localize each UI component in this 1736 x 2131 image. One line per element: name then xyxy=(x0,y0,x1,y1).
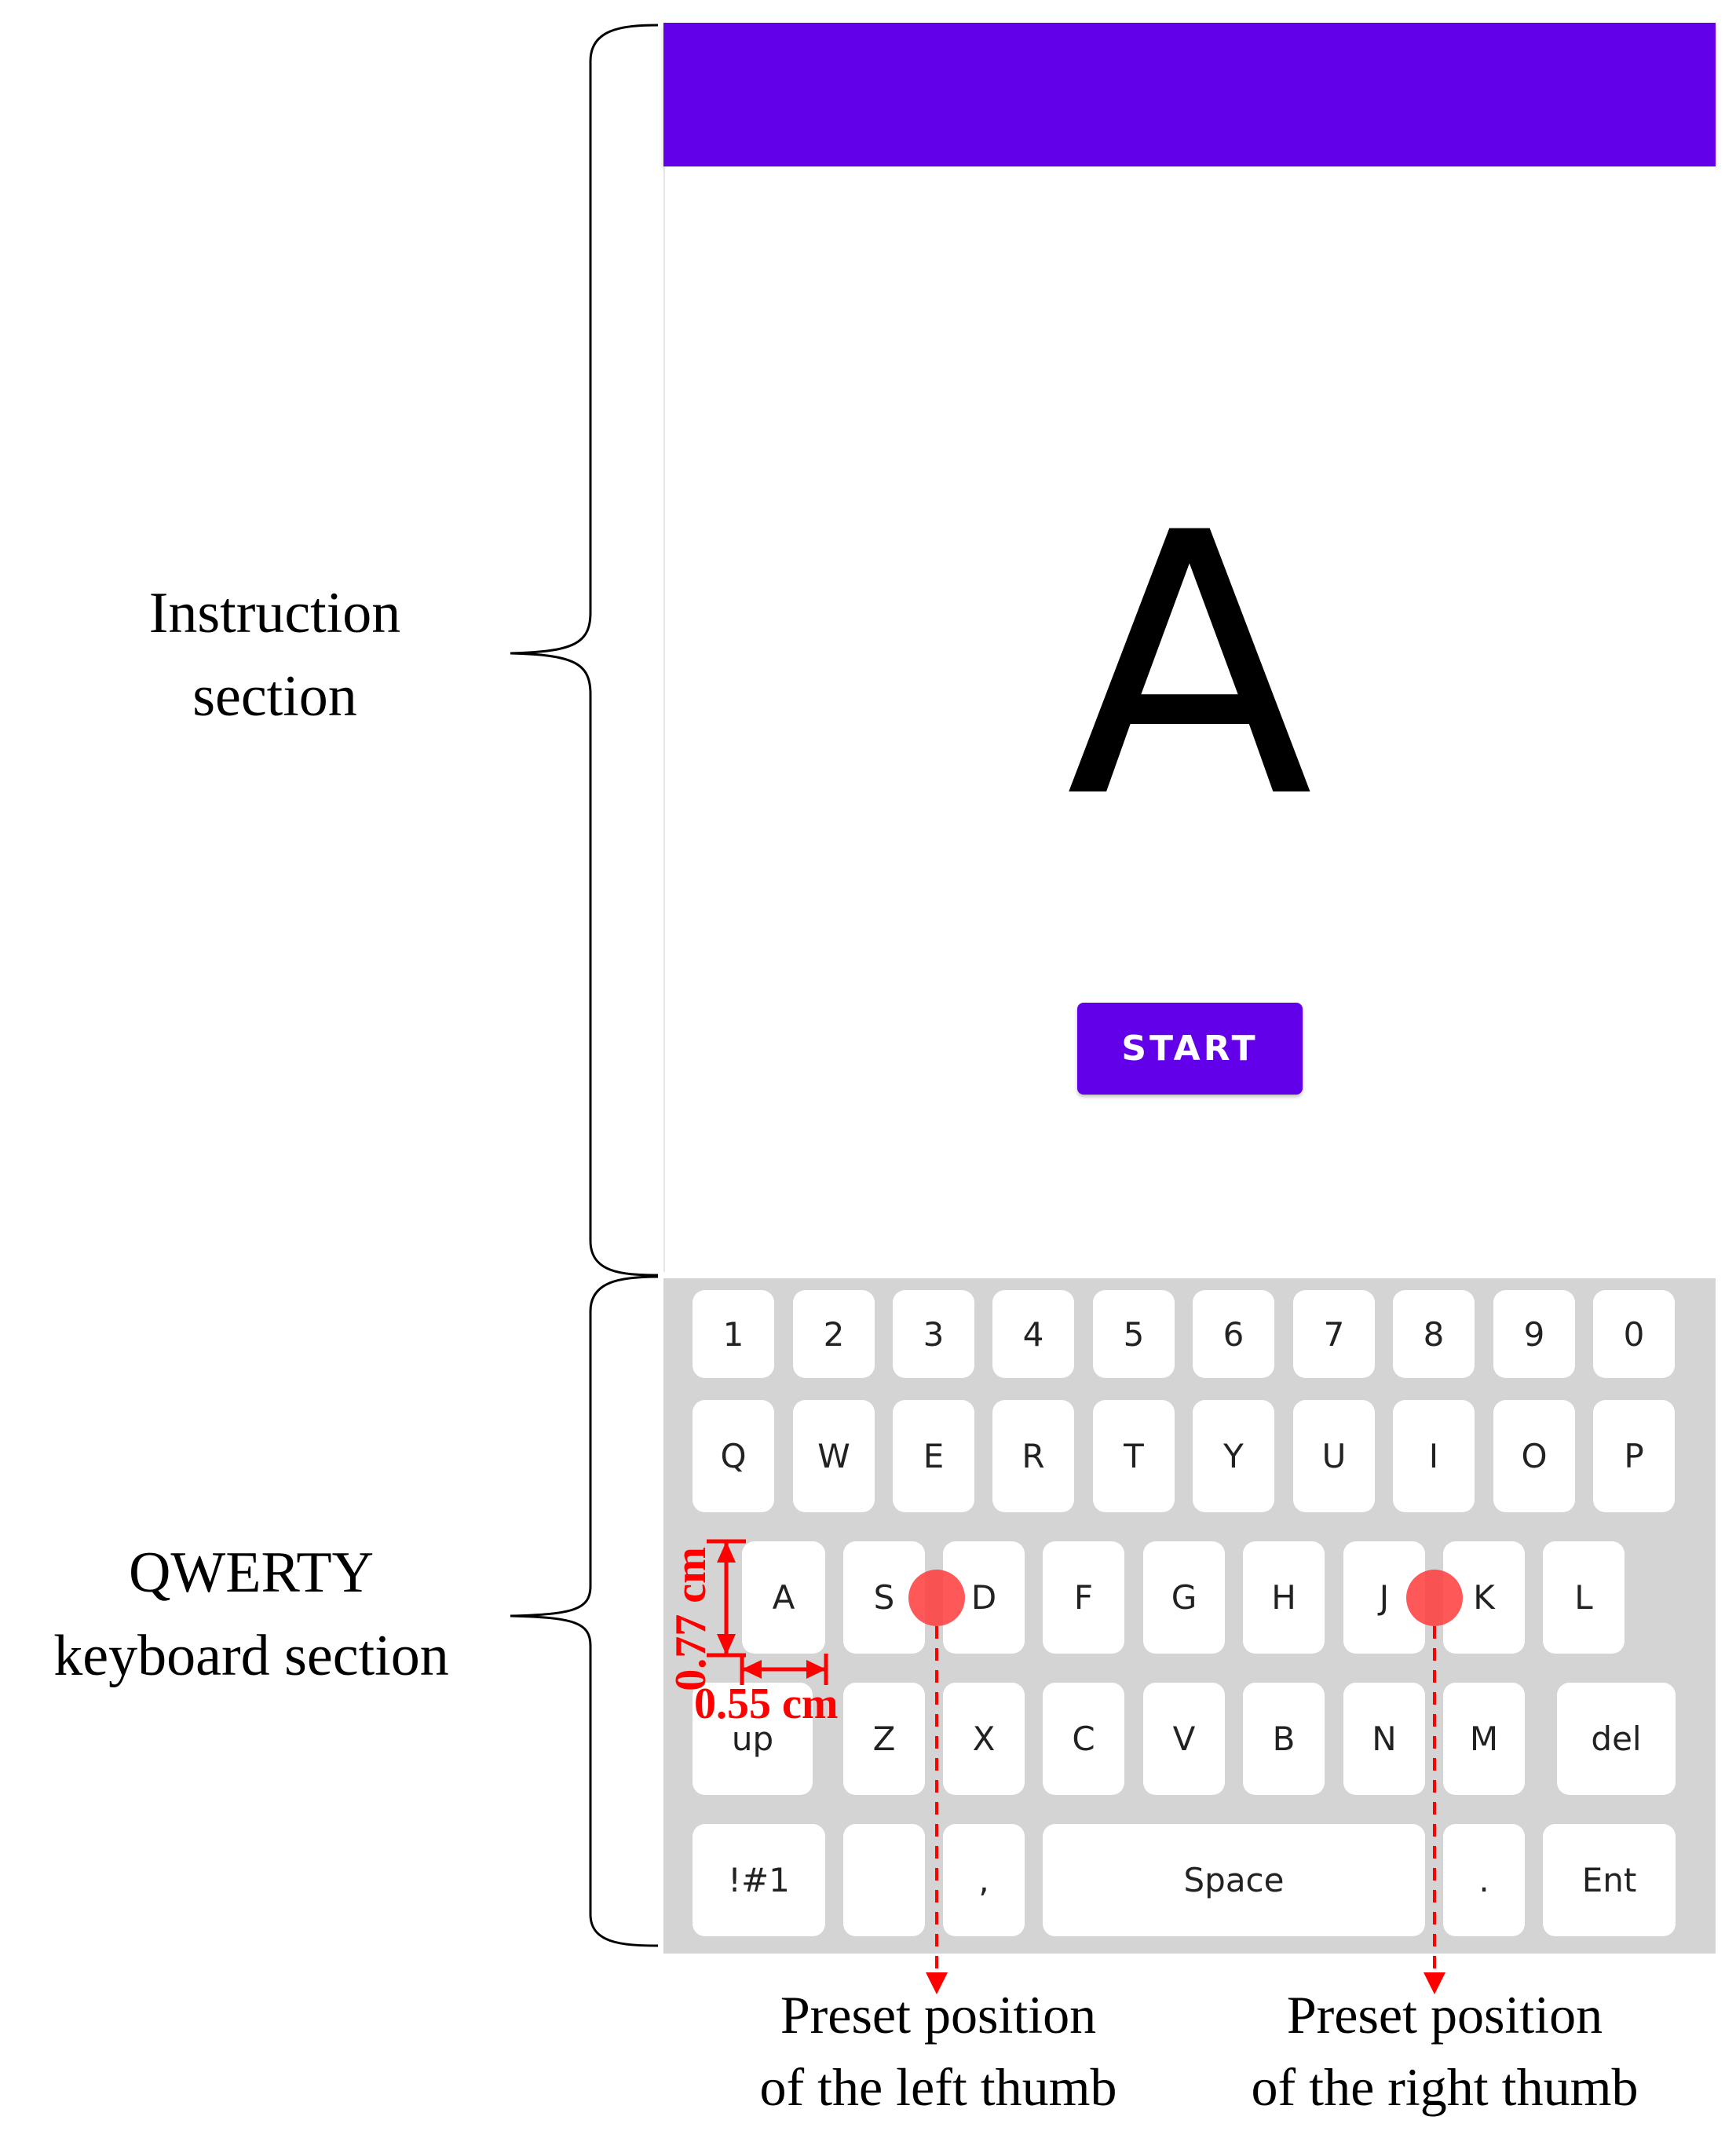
key-y[interactable]: Y xyxy=(1193,1400,1274,1512)
key-u[interactable]: U xyxy=(1293,1400,1375,1512)
key-b[interactable]: B xyxy=(1243,1683,1325,1795)
key-comma[interactable]: , xyxy=(943,1824,1025,1936)
key-width-dimension xyxy=(740,1654,828,1685)
key-8[interactable]: 8 xyxy=(1393,1290,1475,1378)
keyboard-brace xyxy=(510,1275,659,1947)
key-symbols[interactable]: !#1 xyxy=(693,1824,825,1936)
key-x[interactable]: X xyxy=(943,1683,1025,1795)
right-thumb-marker xyxy=(1406,1570,1463,1994)
key-a[interactable]: A xyxy=(742,1541,825,1654)
key-m[interactable]: M xyxy=(1443,1683,1525,1795)
key-w[interactable]: W xyxy=(793,1400,875,1512)
key-l[interactable]: L xyxy=(1543,1541,1625,1654)
key-i[interactable]: I xyxy=(1393,1400,1475,1512)
key-enter[interactable]: Ent xyxy=(1543,1824,1676,1936)
key-9[interactable]: 9 xyxy=(1493,1290,1575,1378)
key-t[interactable]: T xyxy=(1093,1400,1175,1512)
key-n[interactable]: N xyxy=(1343,1683,1425,1795)
instruction-section-label: Instruction section xyxy=(148,581,401,729)
key-6[interactable]: 6 xyxy=(1193,1290,1274,1378)
keyboard-section-label: QWERTY keyboard section xyxy=(53,1541,449,1688)
key-s[interactable]: S xyxy=(843,1541,925,1654)
key-blank[interactable] xyxy=(843,1824,925,1936)
key-z[interactable]: Z xyxy=(843,1683,925,1795)
key-r[interactable]: R xyxy=(992,1400,1074,1512)
key-e[interactable]: E xyxy=(893,1400,974,1512)
key-0[interactable]: 0 xyxy=(1593,1290,1675,1378)
key-o[interactable]: O xyxy=(1493,1400,1575,1512)
key-shift-up[interactable]: up xyxy=(693,1683,813,1795)
qwerty-keyboard: 1 2 3 4 5 6 7 8 9 0 Q W E R T Y U I O P … xyxy=(663,1278,1716,1954)
key-2[interactable]: 2 xyxy=(793,1290,875,1378)
key-space[interactable]: Space xyxy=(1043,1824,1425,1936)
start-button[interactable]: START xyxy=(1077,1003,1303,1095)
key-p[interactable]: P xyxy=(1593,1400,1675,1512)
key-width-label: 0.55 cm xyxy=(694,1680,839,1728)
key-h[interactable]: H xyxy=(1243,1541,1325,1654)
key-1[interactable]: 1 xyxy=(693,1290,774,1378)
left-thumb-label: Preset position of the left thumb xyxy=(759,1985,1117,2117)
instruction-brace xyxy=(510,24,659,1277)
key-v[interactable]: V xyxy=(1143,1683,1225,1795)
key-delete[interactable]: del xyxy=(1557,1683,1676,1795)
key-c[interactable]: C xyxy=(1043,1683,1124,1795)
key-f[interactable]: F xyxy=(1043,1541,1124,1654)
key-q[interactable]: Q xyxy=(693,1400,774,1512)
key-7[interactable]: 7 xyxy=(1293,1290,1375,1378)
key-4[interactable]: 4 xyxy=(992,1290,1074,1378)
key-period[interactable]: . xyxy=(1443,1824,1525,1936)
key-height-dimension xyxy=(707,1539,746,1658)
key-g[interactable]: G xyxy=(1143,1541,1225,1654)
key-3[interactable]: 3 xyxy=(893,1290,974,1378)
app-bar xyxy=(663,23,1716,166)
key-5[interactable]: 5 xyxy=(1093,1290,1175,1378)
target-letter: A xyxy=(1065,457,1314,877)
right-thumb-label: Preset position of the right thumb xyxy=(1251,1985,1639,2117)
left-thumb-marker xyxy=(908,1570,965,1994)
